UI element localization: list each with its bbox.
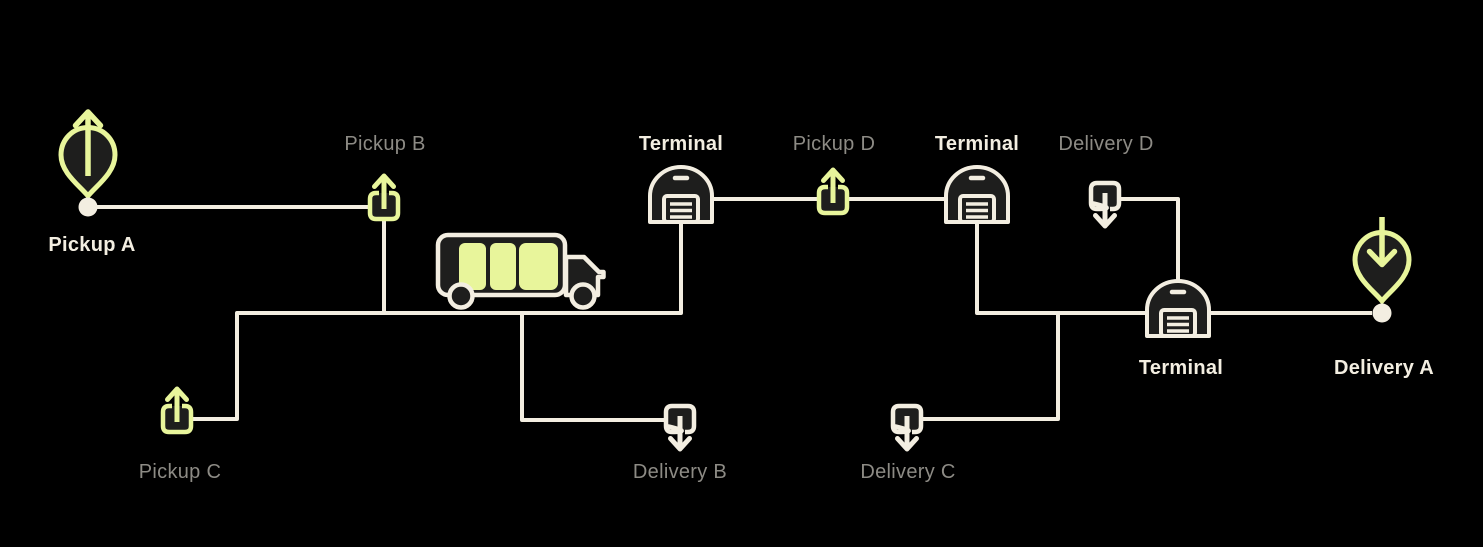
delivery-a-pin-arrow-down-icon: [1355, 217, 1409, 301]
pickup-c-parcel-arrow-up-icon: [163, 389, 191, 432]
terminal-2-warehouse-icon: [946, 167, 1008, 222]
truck-wheel-front: [569, 282, 597, 310]
delivery-a-label: Delivery A: [1333, 357, 1435, 379]
delivery-c-label: Delivery C: [860, 461, 956, 483]
terminal-3-warehouse-icon: [1147, 281, 1209, 336]
edge-deliveryC-branch: [920, 315, 1060, 421]
terminal-2-label: Terminal: [934, 133, 1020, 155]
pickup-d-parcel-arrow-up-icon: [819, 170, 847, 213]
edge-mainline-deliveryB: [520, 313, 666, 422]
route-start-dot: [78, 197, 98, 217]
pickup-d-label: Pickup D: [792, 133, 876, 155]
delivery-b-parcel-arrow-down-icon: [666, 406, 694, 449]
truck-cargo-1: [459, 243, 486, 290]
pickup-b-label: Pickup B: [344, 133, 426, 155]
edge-deliveryD-terminal3: [1117, 197, 1180, 284]
terminal-1-label: Terminal: [638, 133, 724, 155]
delivery-d-parcel-arrow-down-icon: [1091, 183, 1119, 226]
pickup-c-label: Pickup C: [138, 461, 222, 483]
truck-wheel-rear: [447, 282, 475, 310]
terminal-3-label: Terminal: [1138, 357, 1224, 379]
edge-terminal2-deliveryA: [975, 222, 1372, 315]
delivery-c-parcel-arrow-down-icon: [893, 406, 921, 449]
delivery-d-label: Delivery D: [1058, 133, 1154, 155]
truck-cargo-3: [519, 243, 558, 290]
route-end-dot: [1372, 303, 1392, 323]
pickup-b-parcel-arrow-up-icon: [370, 176, 398, 219]
truck-icon: [435, 232, 606, 310]
truck-cargo-2: [490, 243, 516, 290]
pickup-a-pin-arrow-up-icon: [61, 109, 115, 196]
terminal-1-warehouse-icon: [650, 167, 712, 222]
delivery-b-label: Delivery B: [632, 461, 728, 483]
pickup-a-label: Pickup A: [48, 234, 136, 256]
edge-pickupC-mainline-terminal1: [190, 222, 683, 421]
